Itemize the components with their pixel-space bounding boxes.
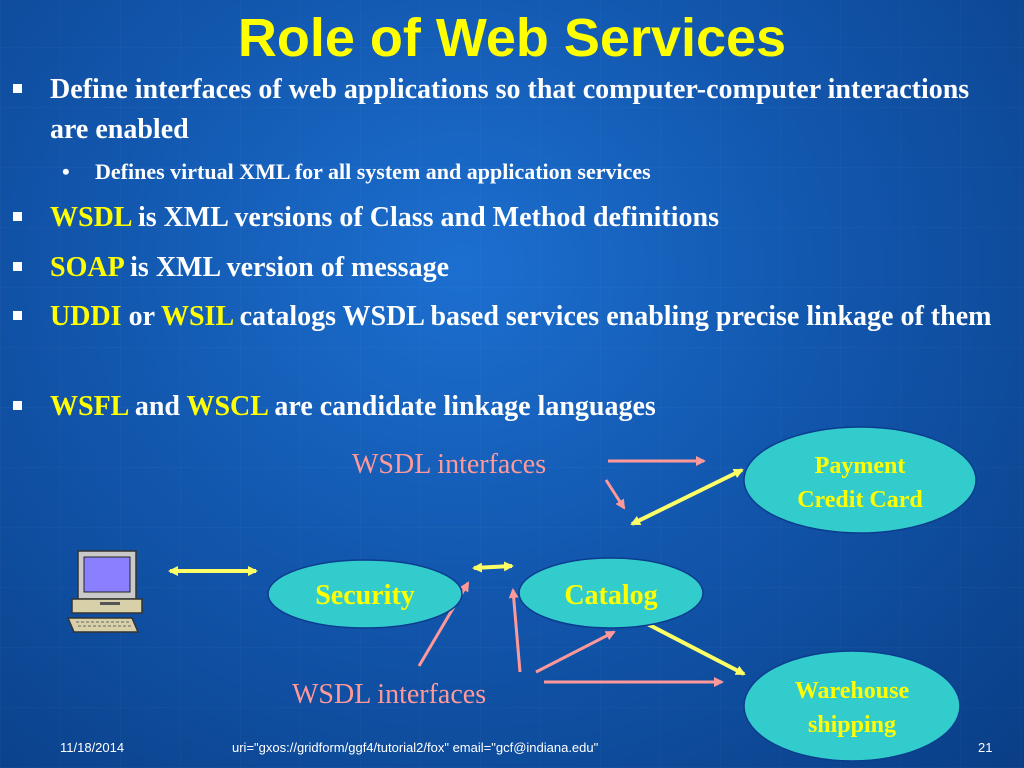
bullet-text: catalogs WSDL based services enabling pr… — [232, 301, 992, 332]
bullet-wsfl: WSFL and WSCL are candidate linkage lang… — [13, 387, 1010, 427]
node-payment-line2: Credit Card — [797, 487, 923, 513]
node-catalog-label: Catalog — [564, 580, 657, 611]
keyword-wsdl: WSDL — [50, 202, 131, 233]
bullet-marker — [13, 262, 22, 271]
sub-bullet-virtual-xml: • Defines virtual XML for all system and… — [62, 157, 995, 187]
footer-uri: uri="gxos://gridform/ggf4/tutorial2/fox"… — [232, 740, 599, 755]
slide-title: Role of Web Services — [237, 8, 787, 68]
bullet-wsdl: WSDL is XML versions of Class and Method… — [13, 198, 1010, 238]
footer-page-number: 21 — [978, 740, 993, 755]
link-payment — [630, 468, 744, 526]
bullet-text: Define interfaces of web applications so… — [50, 74, 970, 145]
node-warehouse-line2: shipping — [808, 712, 896, 738]
node-security: Security — [267, 559, 463, 629]
node-catalog: Catalog — [518, 557, 704, 629]
node-warehouse: Warehouse shipping — [743, 650, 961, 762]
bullet-text: and — [127, 391, 187, 422]
keyword-wsil: WSIL — [160, 301, 233, 332]
bullet-text: is XML version of message — [123, 252, 449, 283]
node-security-label: Security — [315, 580, 415, 611]
node-warehouse-line1: Warehouse — [795, 678, 910, 704]
node-payment-line1: Payment — [815, 453, 906, 479]
wsdl-interfaces-label-bottom: WSDL interfaces — [292, 679, 486, 710]
computer-icon — [66, 550, 143, 633]
sub-bullet-text: Defines virtual XML for all system and a… — [95, 159, 651, 184]
interface-arrow-catalog-left — [508, 588, 522, 673]
footer-date: 11/18/2014 — [60, 740, 125, 755]
bullet-marker — [13, 311, 22, 320]
bullet-text: are candidate linkage languages — [267, 391, 656, 422]
sub-bullet-marker: • — [62, 159, 70, 184]
bullet-text: is XML versions of Class and Method defi… — [130, 202, 720, 233]
bullet-marker — [13, 212, 22, 221]
keyword-wscl: WSCL — [186, 391, 268, 422]
keyword-soap: SOAP — [50, 252, 124, 283]
bullet-marker — [13, 401, 22, 410]
interface-arrow-catalog — [535, 630, 616, 674]
bullet-uddi: UDDI or WSIL catalogs WSDL based service… — [13, 297, 1010, 337]
link-warehouse — [630, 614, 746, 676]
keyword-uddi: UDDI — [50, 301, 122, 332]
bullet-text: or — [121, 301, 161, 332]
link-security-catalog — [472, 561, 514, 573]
bullet-marker — [13, 84, 22, 93]
interface-arrow-top-down — [604, 479, 626, 510]
bullet-soap: SOAP is XML version of message — [13, 248, 1010, 288]
bullet-define-interfaces: Define interfaces of web applications so… — [13, 70, 1010, 150]
node-payment: Payment Credit Card — [743, 426, 977, 534]
wsdl-interfaces-label-top: WSDL interfaces — [352, 449, 546, 480]
keyword-wsfl: WSFL — [50, 391, 128, 422]
